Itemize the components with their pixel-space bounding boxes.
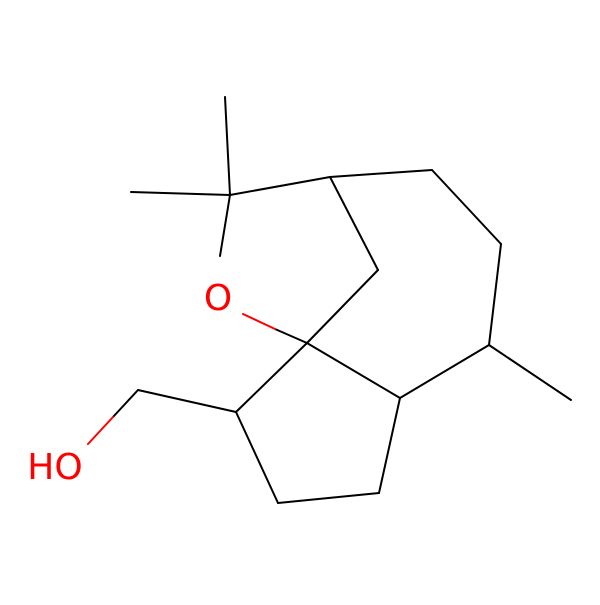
bond-cp-4	[235, 342, 308, 413]
ring-oxygen-label: O	[204, 278, 232, 319]
bond-ch2-spiro	[306, 269, 379, 344]
bond-cp-2	[277, 492, 380, 504]
bond-ring-2	[431, 169, 502, 245]
bonds	[130, 96, 572, 504]
bond-ring-3	[488, 243, 502, 346]
bond-oh-carbon-half	[112, 389, 139, 418]
bond-bridgehead-ch2	[329, 176, 379, 271]
hydroxyl-label: HO	[27, 447, 82, 488]
hetero-bonds	[87, 313, 308, 445]
bond-cq-bridgehead	[229, 176, 331, 196]
bond-spiro-oxygen-oxygen-half	[242, 313, 276, 330]
bond-ring-fusion	[306, 342, 401, 399]
bond-methyl-left	[130, 191, 231, 196]
bond-cp-3	[235, 411, 279, 504]
bond-methyl-right	[488, 344, 572, 401]
bond-oh-oxygen-half	[87, 416, 114, 445]
bond-ring-1	[329, 169, 433, 178]
bond-cp-1	[378, 397, 401, 494]
bond-ch2oh	[137, 389, 237, 413]
bond-methyl-top	[224, 96, 231, 196]
bond-ring-4	[399, 344, 490, 399]
bond-spiro-oxygen-carbon-half	[274, 328, 308, 344]
bond-cq-oxygen	[219, 194, 231, 257]
